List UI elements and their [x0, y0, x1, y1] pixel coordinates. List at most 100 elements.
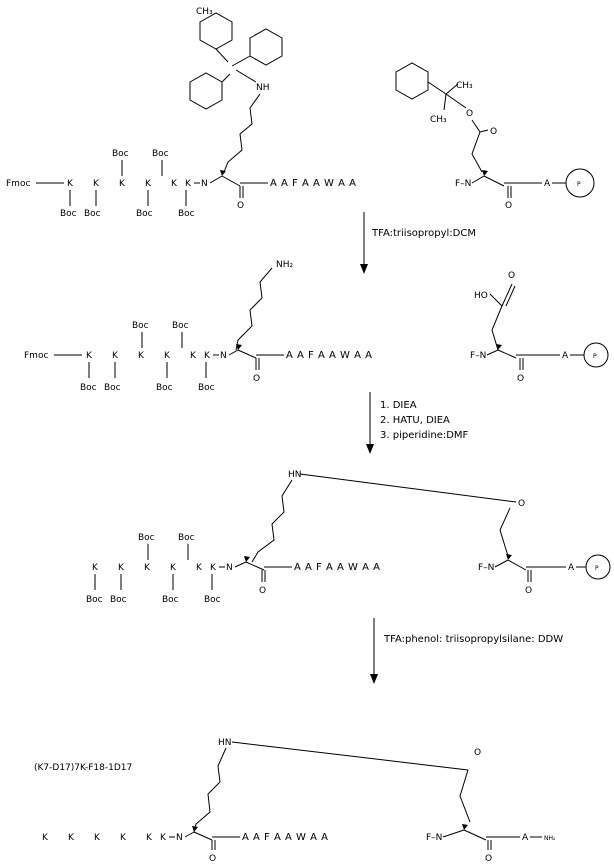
- phe-asp-link: F–N: [470, 351, 486, 361]
- lys-1: K: [67, 179, 74, 189]
- resin-label: P: [595, 565, 599, 572]
- lactam-bridge: [231, 741, 469, 771]
- step-1-arrow: TFA:triisopropyl:DCM: [360, 212, 476, 274]
- lys-5: K: [146, 833, 153, 843]
- boc-bottom-4: Boc: [198, 383, 215, 393]
- lys-3: K: [119, 179, 126, 189]
- lys-4: K: [120, 833, 127, 843]
- terminal-ala: A: [544, 179, 551, 189]
- methyl-a-label: CH₃: [456, 81, 473, 91]
- peptide-sequence: A A F A A W A A: [242, 832, 328, 843]
- amide-n: N: [176, 833, 183, 843]
- boc-top-1: Boc: [112, 149, 129, 159]
- step-3-reagent: TFA:phenol: triisopropylsilane: DDW: [383, 634, 563, 645]
- lys-1: K: [42, 833, 49, 843]
- boc-top-2: Boc: [178, 533, 195, 543]
- resin-label: P: [593, 353, 597, 360]
- lys-3: K: [144, 563, 151, 573]
- amide-n: N: [220, 351, 227, 361]
- terminal-ala: A: [562, 351, 569, 361]
- boc-bottom-3: Boc: [136, 209, 153, 219]
- lys-6: K: [210, 563, 217, 573]
- ester-carbonyl-label: O: [490, 127, 497, 137]
- boc-bottom-3: Boc: [162, 595, 179, 605]
- step-3-arrow: TFA:phenol: triisopropylsilane: DDW: [370, 618, 563, 684]
- step-2-reagent-3: 3. piperidine:DMF: [380, 430, 469, 441]
- carbonyl-o: O: [259, 586, 266, 596]
- compound-2: NH₂ HO O Fmoc K K K K K K Boc Boc Boc Bo…: [24, 260, 609, 393]
- terminal-ala: A: [568, 563, 575, 573]
- lys-2: K: [118, 563, 125, 573]
- product-name: (K7-D17)7K-F18-1D17: [34, 763, 132, 773]
- lys-3: K: [94, 833, 101, 843]
- mtt-group: CH₃ NH: [189, 7, 283, 110]
- amine-nh-label: NH: [256, 83, 270, 93]
- carbonyl-o: O: [237, 201, 244, 211]
- lys-5: K: [171, 179, 178, 189]
- lys-1: K: [92, 563, 99, 573]
- lys-3: K: [138, 351, 145, 361]
- boc-bottom-1: Boc: [60, 209, 77, 219]
- product: (K7-D17)7K-F18-1D17 HN O K K K K K K N O…: [34, 738, 556, 864]
- compound-3: HN O K K K K K K Boc Boc Boc Boc Boc Boc…: [86, 470, 611, 605]
- boc-bottom-2: Boc: [104, 383, 121, 393]
- step-1-reagent: TFA:triisopropyl:DCM: [371, 228, 476, 239]
- compound-1: CH₃ NH CH₃ CH₃ O O Fmoc: [6, 7, 595, 219]
- amide-n: N: [201, 179, 208, 189]
- free-amine-label: NH₂: [276, 260, 294, 270]
- boc-bottom-2: Boc: [84, 209, 101, 219]
- lys-4: K: [170, 563, 177, 573]
- lys-4: K: [145, 179, 152, 189]
- phe-asp-link: F–N: [426, 833, 442, 843]
- terminal-ala: A: [522, 833, 529, 843]
- lys-6: K: [185, 179, 192, 189]
- lactam-nh-label: HN: [218, 738, 232, 748]
- lys-1: K: [86, 351, 93, 361]
- resin-bead: [585, 554, 611, 580]
- ester-oxygen-label: O: [466, 109, 473, 119]
- c-terminal-amide: NH₂: [544, 835, 556, 842]
- carbonyl-o-2: O: [505, 201, 512, 211]
- boc-bottom-2: Boc: [110, 595, 127, 605]
- lys-6: K: [160, 833, 167, 843]
- boc-top-1: Boc: [132, 321, 149, 331]
- carbonyl-o-2: O: [485, 854, 492, 864]
- boc-bottom-1: Boc: [80, 383, 97, 393]
- carbonyl-o: O: [253, 374, 260, 384]
- resin-label: P: [577, 181, 581, 188]
- lys-5: K: [190, 351, 197, 361]
- step-2-reagent-1: 1. DIEA: [380, 400, 417, 411]
- amide-n: N: [226, 563, 233, 573]
- resin-bead: [565, 168, 595, 198]
- lactam-nh-label: HN: [288, 470, 302, 480]
- lys-2: K: [93, 179, 100, 189]
- lactam-bridge: [299, 473, 517, 503]
- boc-bottom-1: Boc: [86, 595, 103, 605]
- lys-2: K: [112, 351, 119, 361]
- fmoc-label-2: Fmoc: [24, 351, 48, 361]
- phe-asp-link: F–N: [478, 563, 494, 573]
- lys-4: K: [164, 351, 171, 361]
- lactam-carbonyl-label: O: [474, 748, 481, 758]
- carbonyl-o-2: O: [517, 374, 524, 384]
- boc-top-1: Boc: [138, 533, 155, 543]
- acid-carbonyl-label: O: [508, 271, 515, 281]
- boc-top-2: Boc: [152, 149, 169, 159]
- peptide-sequence: A A F A A W A A: [286, 350, 372, 361]
- peptide-sequence: A A F A A W A A: [270, 178, 356, 189]
- carbonyl-o: O: [209, 854, 216, 864]
- boc-top-2: Boc: [172, 321, 189, 331]
- lactam-carbonyl-label: O: [518, 499, 525, 509]
- lys-2: K: [68, 833, 75, 843]
- phe-asp-link: F–N: [455, 179, 471, 189]
- step-2-arrow: 1. DIEA 2. HATU, DIEA 3. piperidine:DMF: [366, 392, 469, 454]
- methyl-label: CH₃: [196, 7, 213, 17]
- methyl-b-label: CH₃: [430, 115, 447, 125]
- lysine-branch: K K K K K K Boc Boc Boc Boc Boc Boc: [60, 149, 195, 219]
- boc-bottom-4: Boc: [204, 595, 221, 605]
- lys-6: K: [204, 351, 211, 361]
- peptide-sequence: A A F A A W A A: [294, 562, 380, 573]
- fmoc-label: Fmoc: [6, 179, 30, 189]
- opp-ester-group: CH₃ CH₃ O O: [395, 62, 497, 173]
